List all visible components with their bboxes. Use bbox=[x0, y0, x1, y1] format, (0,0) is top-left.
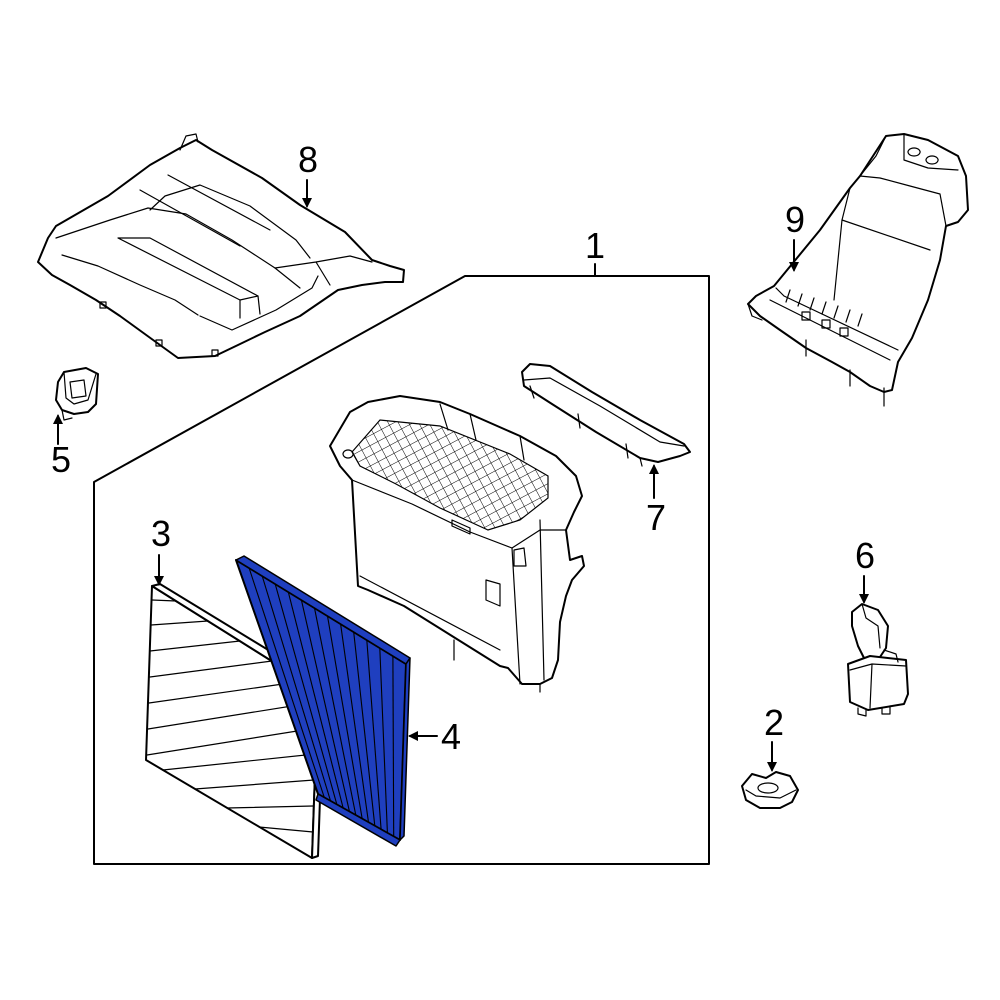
filter-pleat-line bbox=[274, 583, 338, 805]
callout-6: 6 bbox=[855, 535, 875, 576]
callout-1: 1 bbox=[585, 225, 605, 266]
callout-8: 8 bbox=[298, 139, 318, 180]
part-9-air-duct[interactable] bbox=[747, 133, 969, 407]
callout-9: 9 bbox=[785, 199, 805, 240]
part-2-grommet[interactable] bbox=[741, 771, 799, 809]
part-6-actuator[interactable] bbox=[847, 603, 909, 717]
filter-pleat-line bbox=[261, 575, 332, 802]
filter-pleat-line bbox=[392, 655, 395, 837]
filter-pleat-line bbox=[340, 623, 370, 823]
filter-pleat-line bbox=[366, 639, 382, 830]
filter-pleat-line bbox=[353, 631, 376, 826]
callout-3: 3 bbox=[151, 513, 171, 554]
part-7-bracket[interactable] bbox=[521, 363, 691, 467]
callout-7: 7 bbox=[646, 497, 666, 538]
part-5-clip[interactable] bbox=[55, 367, 99, 421]
callout-4: 4 bbox=[441, 716, 461, 757]
filter-pleat-line bbox=[287, 591, 344, 809]
part-8-upper-cover[interactable] bbox=[37, 133, 405, 359]
part-1-housing[interactable] bbox=[329, 395, 585, 693]
part-4-cabin-filter[interactable] bbox=[235, 555, 411, 847]
leader-lines bbox=[53, 179, 869, 772]
filter-pleat-line bbox=[248, 567, 325, 798]
filter-pleats bbox=[248, 567, 395, 837]
filter-pleat-line bbox=[326, 615, 363, 819]
housing-grille bbox=[351, 419, 549, 531]
assembly-boundary bbox=[93, 275, 710, 865]
filter-pleat-line bbox=[300, 599, 351, 812]
callout-2: 2 bbox=[764, 702, 784, 743]
filter-pleat-line bbox=[313, 607, 357, 816]
filter-pleat-line bbox=[379, 647, 388, 833]
callout-5: 5 bbox=[51, 439, 71, 480]
filter-media-lines bbox=[146, 599, 318, 833]
